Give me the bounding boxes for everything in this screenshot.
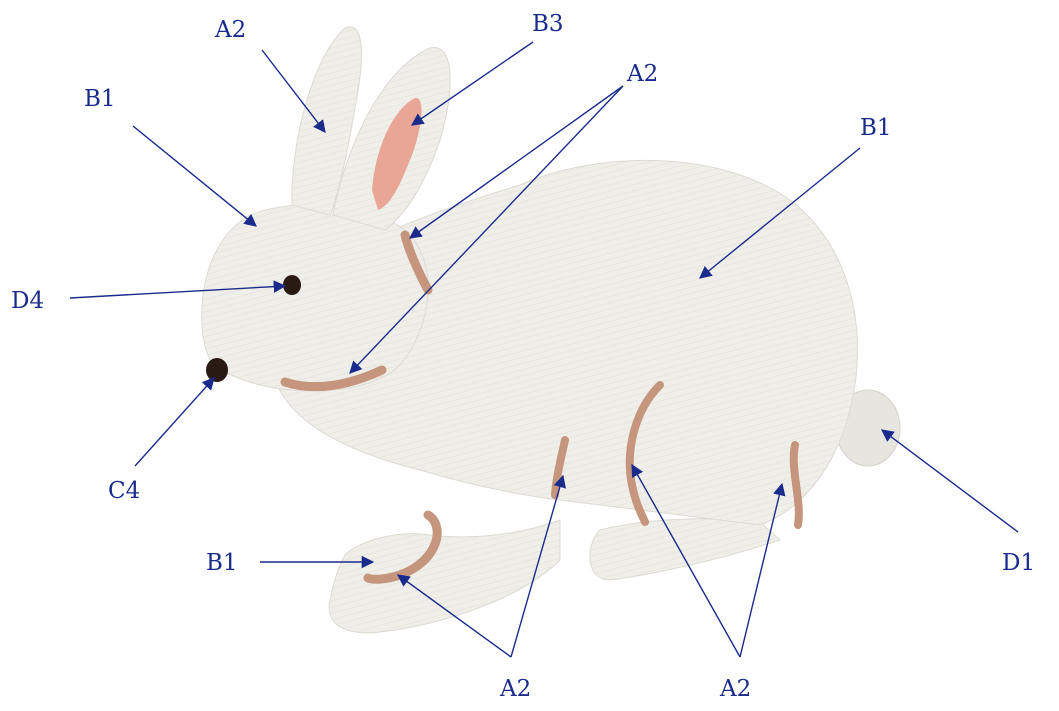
label-d4-eye: D4 bbox=[11, 290, 44, 313]
arrow-d1-tail bbox=[882, 430, 1018, 532]
label-b3-inner-ear: B3 bbox=[532, 13, 564, 36]
rabbit-eye bbox=[283, 275, 301, 295]
rabbit-nose bbox=[206, 358, 228, 382]
label-b1-head: B1 bbox=[84, 88, 116, 111]
rabbit-hind-foot bbox=[590, 519, 780, 580]
label-b1-paw: B1 bbox=[206, 552, 238, 575]
label-a2-neck: A2 bbox=[627, 63, 658, 86]
label-a2-hind-leg: A2 bbox=[720, 678, 751, 701]
rabbit-head bbox=[202, 205, 428, 391]
arrow-b1-head bbox=[133, 126, 256, 226]
label-b1-body: B1 bbox=[860, 117, 892, 140]
label-d1-tail: D1 bbox=[1002, 552, 1035, 575]
label-a2-front-leg: A2 bbox=[500, 678, 531, 701]
rabbit-illustration bbox=[202, 27, 900, 633]
arrow-c4-nose bbox=[135, 378, 214, 466]
label-c4-nose: C4 bbox=[108, 480, 140, 503]
label-a2-ear: A2 bbox=[215, 19, 246, 42]
